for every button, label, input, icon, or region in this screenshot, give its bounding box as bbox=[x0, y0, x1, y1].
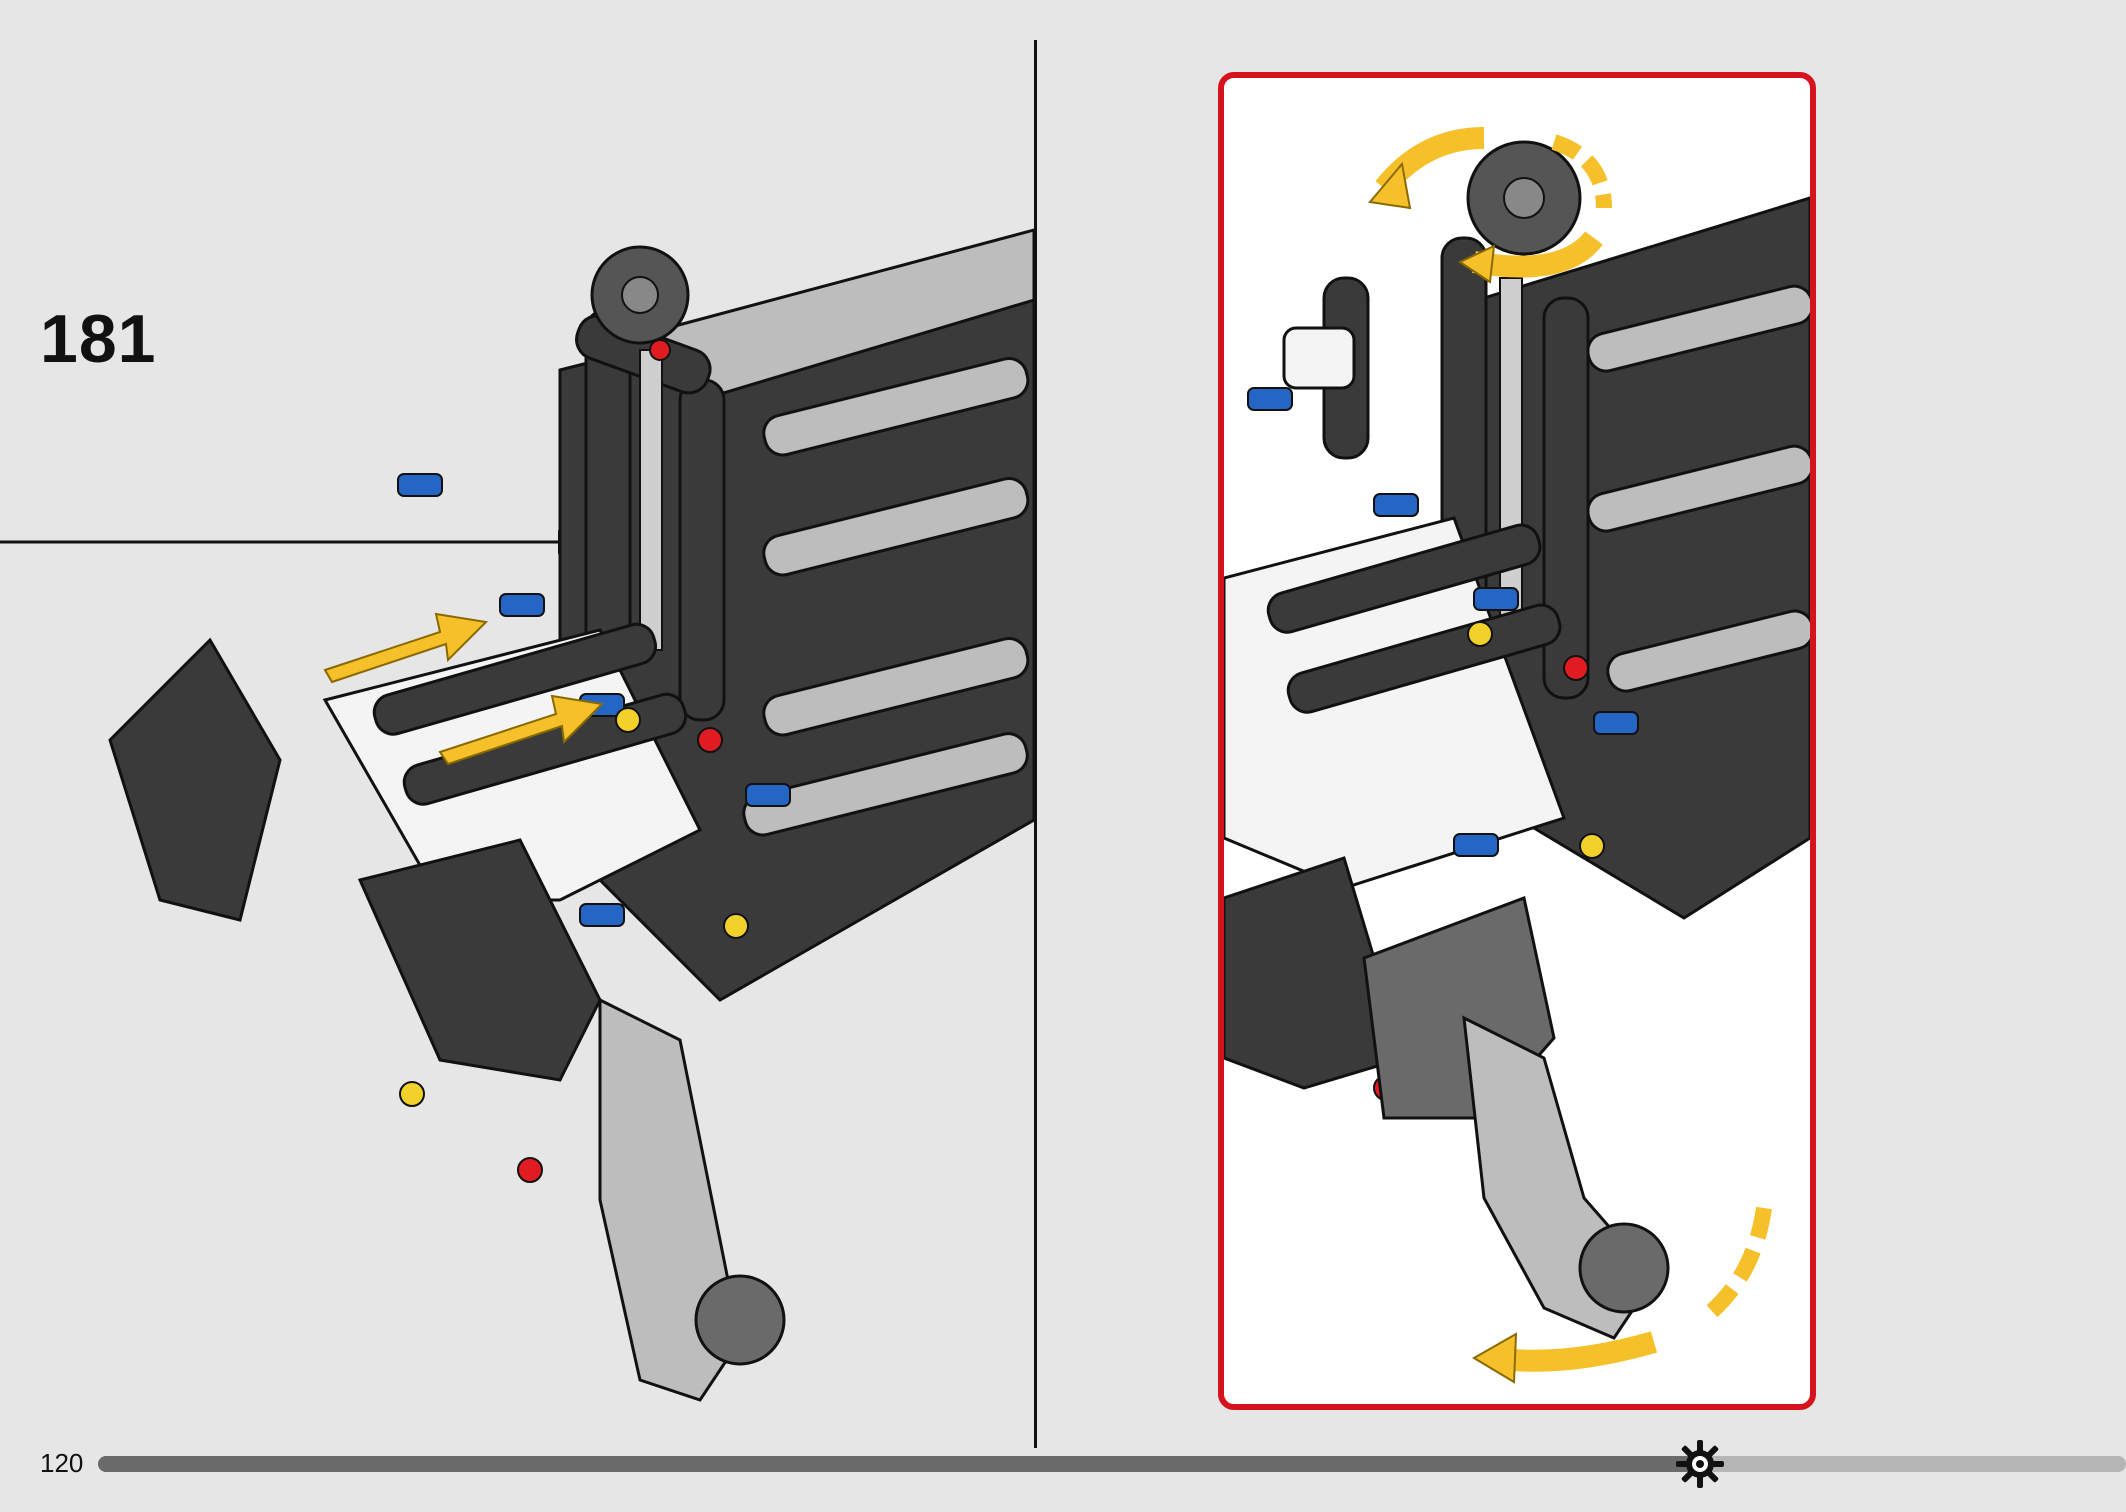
yellow-axle-end bbox=[1579, 833, 1605, 859]
blue-pin bbox=[1453, 833, 1499, 857]
page-divider bbox=[1034, 40, 1037, 1448]
blue-pin bbox=[745, 783, 791, 807]
red-axle-end bbox=[1563, 655, 1589, 681]
beam-row-4 bbox=[742, 732, 1029, 837]
wheel-hub bbox=[1578, 1222, 1670, 1314]
blue-pin bbox=[1473, 587, 1519, 611]
blue-pin bbox=[1247, 387, 1293, 411]
beam-row-3 bbox=[762, 637, 1030, 737]
yellow-axle-end bbox=[723, 913, 749, 939]
blue-pin bbox=[1593, 711, 1639, 735]
step-number: 181 bbox=[40, 301, 157, 377]
insert-arrow-icon bbox=[438, 694, 605, 766]
axle-shaft bbox=[639, 349, 663, 651]
assembly-illustration bbox=[0, 228, 1034, 1402]
dark-beam-a bbox=[372, 622, 658, 736]
wheel-hub bbox=[694, 1274, 786, 1366]
detail-callout-box bbox=[1218, 72, 1816, 1410]
insert-arrow-icon bbox=[323, 612, 489, 684]
yellow-axle-end bbox=[615, 707, 641, 733]
gear-icon bbox=[1676, 1440, 1725, 1488]
vertical-beam-right bbox=[1542, 296, 1590, 700]
blue-pin bbox=[579, 903, 625, 927]
gear-hub bbox=[621, 276, 659, 314]
vertical-beam-right bbox=[678, 378, 726, 722]
blue-pin bbox=[397, 473, 443, 497]
white-part bbox=[1282, 326, 1356, 390]
rotation-arrows-icon bbox=[1368, 127, 1612, 284]
rotation-arrows-icon bbox=[1472, 1206, 1772, 1384]
lower-arm bbox=[357, 838, 602, 1082]
beam-row-3 bbox=[1606, 609, 1810, 693]
callout-illustration bbox=[1224, 127, 1810, 1384]
yellow-axle-end bbox=[399, 1081, 425, 1107]
page-number: 120 bbox=[40, 1448, 84, 1478]
left-arm bbox=[108, 637, 282, 922]
red-axle-end bbox=[697, 727, 723, 753]
gear-hub bbox=[1503, 177, 1545, 219]
red-bush bbox=[649, 339, 671, 361]
yellow-axle-end bbox=[1467, 621, 1493, 647]
progress-fill bbox=[98, 1456, 1701, 1472]
blue-pin bbox=[1373, 493, 1419, 517]
blue-pin bbox=[499, 593, 545, 617]
beam-row-2 bbox=[762, 477, 1030, 577]
beam-row-1 bbox=[762, 357, 1030, 457]
red-axle-end bbox=[517, 1157, 543, 1183]
left-arm bbox=[1224, 856, 1406, 1090]
dark-beam-a bbox=[1266, 523, 1542, 634]
